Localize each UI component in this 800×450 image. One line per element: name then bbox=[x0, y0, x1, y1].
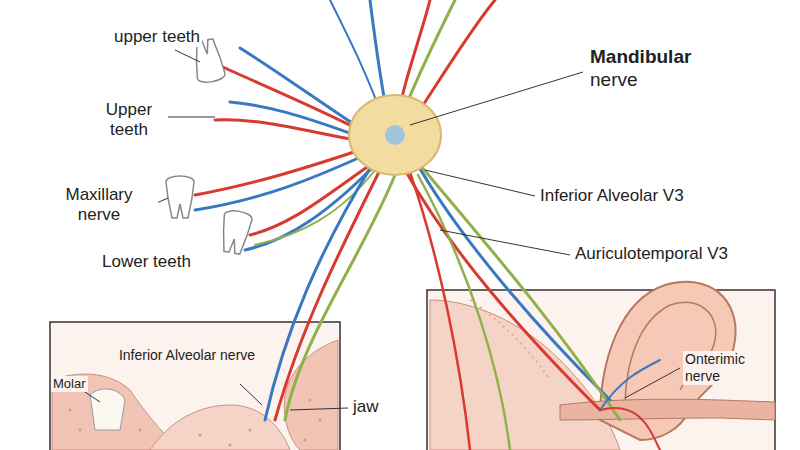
nerve-label: Auriculotemporal V3 bbox=[573, 244, 730, 264]
tooth-label: Lower teeth bbox=[100, 252, 193, 272]
nerve-label: Mandibular nerve bbox=[588, 46, 712, 92]
nerve-label: Inferior Alveolar V3 bbox=[538, 186, 686, 206]
ear-inset bbox=[427, 282, 775, 450]
leader-lines bbox=[82, 50, 680, 410]
tooth-label: Upper teeth bbox=[90, 100, 168, 141]
nerve-label: Inferior Alveolar nerve bbox=[110, 347, 264, 364]
nerve-label: Maxillary nerve bbox=[40, 185, 158, 226]
jaw-inset bbox=[50, 322, 340, 450]
tooth-label: upper teeth bbox=[112, 27, 202, 47]
ganglion bbox=[349, 95, 441, 175]
teeth bbox=[166, 38, 253, 255]
part-label: jaw bbox=[351, 397, 381, 417]
part-label: Molar bbox=[51, 376, 88, 392]
nerve-label: Onterimic nerve bbox=[683, 351, 767, 385]
